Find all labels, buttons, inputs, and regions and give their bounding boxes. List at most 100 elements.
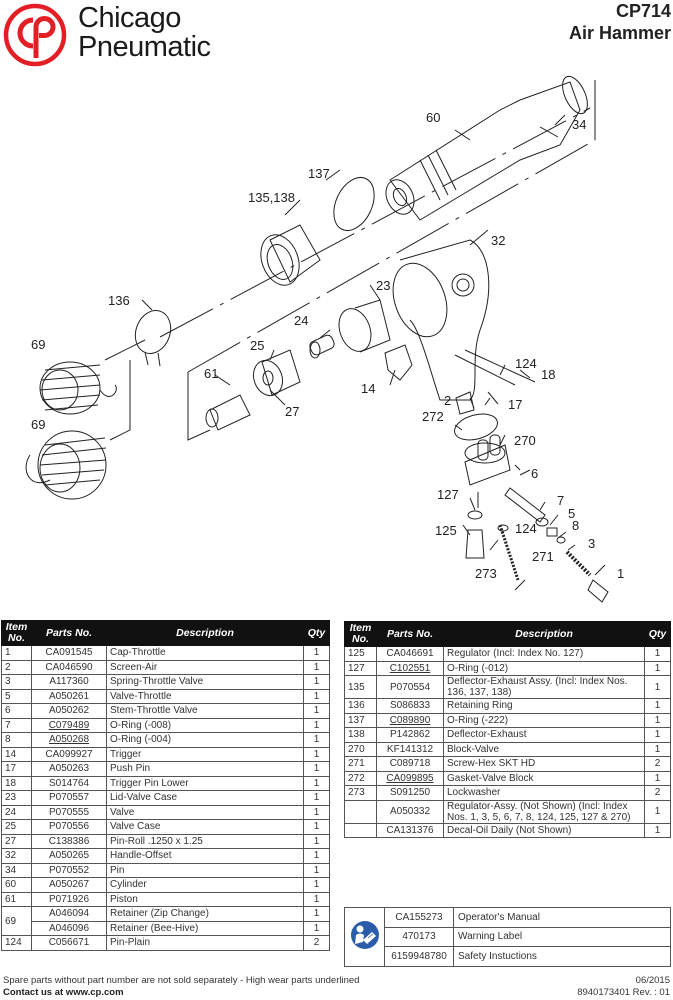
description-cell: Lid-Valve Case: [106, 790, 304, 806]
qty-cell: 1: [644, 770, 671, 786]
documents-table: CA155273 Operator's Manual 470173 Warnin…: [344, 907, 671, 967]
trigger-part: [384, 344, 413, 381]
part-no-cell: S086833: [376, 698, 444, 714]
table-row: CA155273 Operator's Manual: [344, 907, 671, 967]
part-no-cell: P070555: [31, 804, 107, 820]
qty-cell: 1: [644, 698, 671, 714]
qty-cell: 2: [644, 756, 671, 772]
description-cell: Handle-Offset: [106, 848, 304, 864]
item-no-cell: 23: [1, 790, 32, 806]
callout-69-upper: 69: [31, 337, 45, 352]
description-cell: Trigger: [106, 746, 304, 762]
description-cell: Stem-Throttle Valve: [106, 703, 304, 719]
piston-part: [205, 394, 251, 431]
callout-1: 1: [617, 566, 624, 581]
qty-cell: 1: [303, 703, 330, 719]
callout-60: 60: [426, 110, 440, 125]
col-description: Description: [443, 621, 645, 647]
part-no-cell: CA131376: [376, 822, 444, 838]
item-no-cell: 124: [1, 935, 32, 951]
description-cell: O-Ring (-008): [106, 717, 304, 733]
callout-124-upper: 124: [515, 356, 537, 371]
qty-cell: 1: [644, 660, 671, 676]
o-ring-137: [333, 177, 375, 231]
part-no-cell: C089890: [376, 712, 444, 728]
callout-135-138: 135,138: [248, 190, 295, 205]
retainer-spring-lower: [25, 430, 107, 500]
description-cell: Pin-Plain: [106, 935, 304, 951]
callout-273: 273: [475, 566, 497, 581]
description-cell: Retainer (Bee-Hive): [106, 920, 304, 936]
brand-name: Chicago Pneumatic: [78, 4, 211, 62]
regulator-part: [465, 529, 485, 559]
spring-throttle-valve-part: [565, 550, 592, 577]
col-parts-no: Parts No.: [31, 620, 107, 646]
qty-cell: 1: [303, 906, 330, 922]
qty-cell: 1: [303, 659, 330, 675]
contact-link[interactable]: Contact us at www.cp.com: [3, 987, 124, 998]
table-row: 470173 Warning Label: [345, 926, 671, 947]
description-cell: O-Ring (-012): [443, 660, 645, 676]
callout-34: 34: [572, 117, 586, 132]
pin-34: [539, 126, 559, 138]
item-no-cell: 5: [1, 688, 32, 704]
doc-part-no: 6159948780: [384, 946, 454, 967]
callout-125: 125: [435, 523, 457, 538]
qty-cell: 1: [644, 822, 671, 838]
table-row: 6159948780 Safety Instuctions: [345, 946, 671, 967]
description-cell: Regulator (Incl: Index No. 127): [443, 646, 645, 662]
item-no-cell: 34: [1, 862, 32, 878]
screw-hex-part: [498, 524, 520, 581]
item-no-cell: 32: [1, 848, 32, 864]
brand-line-1: Chicago: [78, 2, 181, 34]
qty-cell: 1: [303, 877, 330, 893]
callout-136: 136: [108, 293, 130, 308]
part-no-cell: C089718: [376, 756, 444, 772]
description-cell: Push Pin: [106, 761, 304, 777]
part-no-cell: A050262: [31, 703, 107, 719]
description-cell: Lockwasher: [443, 785, 645, 801]
description-cell: Regulator-Assy. (Not Shown) (Incl: Index…: [443, 799, 645, 824]
valve-part: [309, 334, 335, 359]
item-no-cell: [344, 822, 377, 838]
description-cell: Spring-Throttle Valve: [106, 674, 304, 690]
qty-cell: 1: [303, 790, 330, 806]
item-no-cell: 125: [344, 646, 377, 662]
qty-cell: 1: [303, 891, 330, 907]
item-no-cell: 27: [1, 833, 32, 849]
part-no-cell: P070557: [31, 790, 107, 806]
description-cell: Block-Valve: [443, 741, 645, 757]
description-cell: Pin: [106, 862, 304, 878]
item-no-cell: 1: [1, 645, 32, 661]
item-no-cell: 3: [1, 674, 32, 690]
retaining-ring-136: [134, 310, 172, 367]
spare-parts-note: Spare parts without part number are not …: [3, 975, 360, 986]
part-no-cell: CA091545: [31, 645, 107, 661]
part-no-cell: A050265: [31, 848, 107, 864]
cylinder-part: [385, 75, 588, 221]
col-qty: Qty: [644, 621, 671, 647]
part-no-cell: A046096: [31, 920, 107, 936]
qty-cell: 1: [303, 804, 330, 820]
col-qty: Qty: [303, 620, 330, 646]
spring-leader-lines: [104, 339, 146, 441]
part-no-cell: C056671: [31, 935, 107, 951]
doc-description: Safety Instuctions: [453, 946, 671, 967]
callout-14: 14: [361, 381, 375, 396]
part-no-cell: A050263: [31, 761, 107, 777]
retainer-spring-upper: [39, 361, 117, 415]
part-no-cell: CA046691: [376, 646, 444, 662]
